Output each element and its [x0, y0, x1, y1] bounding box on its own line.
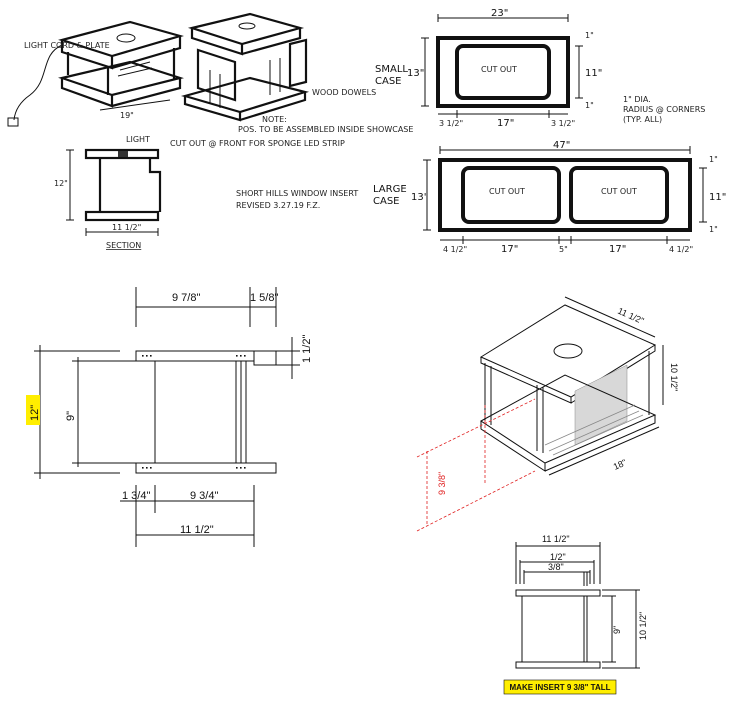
dim-sketch-width: 19" [120, 111, 134, 120]
large-case-drawing [423, 146, 707, 244]
large-dim-width: 47" [553, 140, 570, 151]
dim-inner-height: 9" [65, 411, 77, 421]
radius-note-2: RADIUS @ CORNERS [623, 105, 705, 114]
small-case-label-2: CASE [375, 76, 402, 87]
large-dim-3: 5" [559, 245, 568, 254]
sketch-cases-svg: 23" SMALL CASE 13" 11" 1" 1" 3 1/2" 17" … [373, 8, 726, 255]
iso-dim-bottom: 18" [612, 457, 628, 472]
section-label-cutout: CUT OUT @ FRONT FOR SPONGE LED STRIP [170, 139, 345, 148]
large-cutout-2: CUT OUT [601, 187, 637, 196]
large-dim-inner-height: 11" [709, 192, 726, 203]
small-dim-bottom: 1" [585, 101, 594, 110]
cad-section-view: 9 7/8" 1 5/8" 1 1/2" 12" [0, 275, 365, 575]
small-dim-right: 3 1/2" [551, 119, 575, 128]
plug-icon [7, 117, 19, 127]
large-dim-4: 17" [609, 244, 626, 255]
large-cutout-1: CUT OUT [489, 187, 525, 196]
front-box [515, 589, 601, 669]
label-wood-dowels: WOOD DOWELS [312, 88, 376, 97]
small-dim-width: 23" [491, 8, 508, 19]
dim-top-right: 1 5/8" [250, 292, 278, 304]
dim-right-step: 1 1/2" [301, 335, 313, 363]
iso-dim-right: 10 1/2" [669, 363, 679, 391]
callout-text: MAKE INSERT 9 3/8" TALL [510, 683, 611, 692]
sketch-case-cutouts: 23" SMALL CASE 13" 11" 1" 1" 3 1/2" 17" … [365, 0, 730, 260]
sketch-perspective-svg: LIGHT CORD & PLATE 19" WOOD DOWELS NOTE:… [7, 12, 413, 250]
small-case-label-1: SMALL [375, 64, 408, 75]
iso-box [479, 304, 657, 472]
dim-line [99, 99, 171, 111]
front-dim-half: 1/2" [550, 552, 566, 562]
small-case-drawing [421, 14, 583, 118]
sketch-insert-perspective: LIGHT CORD & PLATE 19" WOOD DOWELS NOTE:… [0, 0, 413, 260]
section-label-light: LIGHT [126, 135, 150, 144]
small-dim-top: 1" [585, 31, 594, 40]
small-dim-mid: 17" [497, 118, 514, 129]
cad-iso-svg: 11 1/2" 10 1/2" 18" 9 3/8" [416, 296, 679, 532]
power-cord [13, 44, 63, 121]
iso-red-dim [416, 398, 536, 532]
large-case-label-1: LARGE [373, 184, 407, 195]
iso-dim-top: 11 1/2" [616, 306, 645, 326]
cad-section-body [135, 350, 277, 474]
sketch-exploded-box [180, 12, 310, 122]
dim-bottom-mid: 9 3/4" [190, 490, 218, 502]
section-caption: SECTION [106, 241, 141, 250]
small-dim-height: 13" [407, 68, 424, 79]
note-title: NOTE: [262, 115, 287, 124]
radius-note-1: 1" DIA. [623, 95, 651, 104]
large-dim-height: 13" [411, 192, 428, 203]
dim-overall-width: 11 1/2" [180, 524, 214, 536]
large-dim-2: 17" [501, 244, 518, 255]
cad-front-view: 11 1/2" 1/2" 3/8" 9" 10 1/2" MAKE INSERT… [490, 530, 660, 710]
large-dim-top: 1" [709, 155, 718, 164]
front-dim-38: 3/8" [548, 562, 564, 572]
label-light-cord: LIGHT CORD & PLATE [24, 41, 110, 50]
title-line-2: REVISED 3.27.19 F.Z. [236, 201, 320, 210]
large-dim-5: 4 1/2" [669, 245, 693, 254]
sketch-assembled-box [58, 20, 185, 108]
radius-note-3: (TYP. ALL) [623, 115, 662, 124]
sketch-section [66, 148, 162, 236]
dim-bottom-left: 1 3/4" [122, 490, 150, 502]
small-cutout-label: CUT OUT [481, 65, 517, 74]
dim-top-left: 9 7/8" [172, 292, 200, 304]
title-line-1: SHORT HILLS WINDOW INSERT [236, 189, 358, 198]
note-text: POS. TO BE ASSEMBLED INSIDE SHOWCASE [238, 125, 413, 134]
cad-isometric-view: 11 1/2" 10 1/2" 18" 9 3/8" [365, 275, 730, 532]
cad-front-svg: 11 1/2" 1/2" 3/8" 9" 10 1/2" MAKE INSERT… [503, 534, 648, 695]
small-dim-inner-height: 11" [585, 68, 602, 79]
iso-dim-red: 9 3/8" [437, 472, 447, 495]
front-dim-outer: 10 1/2" [638, 612, 648, 640]
section-dim-height: 12" [54, 179, 68, 188]
large-dim-bottom: 1" [709, 225, 718, 234]
callout-box [503, 679, 617, 695]
front-dim-top: 11 1/2" [542, 534, 570, 544]
front-dim-inner: 9" [612, 626, 622, 634]
dim-overall-height: 12" [29, 405, 41, 421]
section-dim-width: 11 1/2" [112, 223, 141, 232]
small-dim-left: 3 1/2" [439, 119, 463, 128]
large-case-label-2: CASE [373, 196, 400, 207]
large-dim-1: 4 1/2" [443, 245, 467, 254]
highlight-12 [26, 395, 40, 425]
cad-section-svg: 9 7/8" 1 5/8" 1 1/2" 12" [26, 287, 313, 547]
